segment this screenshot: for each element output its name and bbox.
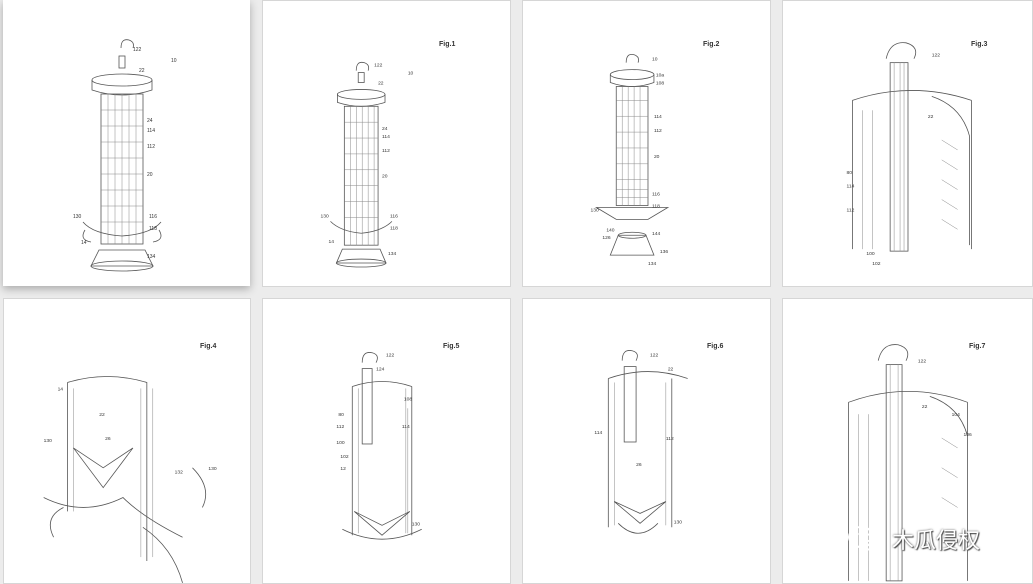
ref-label: 22 bbox=[139, 68, 145, 74]
ref-label: 132 bbox=[175, 470, 183, 476]
ref-label: 122 bbox=[918, 359, 927, 365]
ref-label: 116 bbox=[652, 192, 660, 198]
ref-label: 100 bbox=[336, 440, 344, 446]
ref-label: 22 bbox=[928, 114, 934, 120]
ref-label: 22 bbox=[922, 404, 928, 410]
ref-label: 118 bbox=[149, 226, 157, 232]
figure-label: Fig.1 bbox=[439, 41, 456, 48]
ref-label: 130 bbox=[44, 438, 52, 444]
ref-label: 108 bbox=[656, 80, 664, 86]
feeder-exploded-drawing: 10 10a 108 114 112 20 116 118 130 140 14… bbox=[590, 54, 670, 267]
ref-label: 22 bbox=[668, 367, 674, 373]
ref-label: 14 bbox=[81, 240, 87, 246]
ref-label: 122 bbox=[932, 53, 941, 59]
figure-label: Fig.6 bbox=[707, 343, 724, 350]
ref-label: 26 bbox=[105, 436, 111, 442]
ref-label: 116 bbox=[390, 213, 398, 219]
ref-label: 114 bbox=[594, 430, 602, 436]
ref-label: 80 bbox=[846, 170, 852, 176]
ref-label: 136 bbox=[660, 249, 668, 255]
ref-label: 104 bbox=[952, 412, 961, 418]
ref-label: 122 bbox=[650, 353, 658, 359]
ref-label: 26 bbox=[636, 462, 642, 468]
ref-label: 122 bbox=[386, 353, 394, 359]
ref-label: 112 bbox=[147, 144, 155, 150]
ref-label: 114 bbox=[402, 424, 410, 430]
ref-label: 116 bbox=[149, 214, 157, 220]
ref-label: 134 bbox=[388, 251, 396, 257]
ref-label: 14 bbox=[58, 386, 64, 392]
ref-label: 130 bbox=[321, 213, 329, 219]
ref-label: 10 bbox=[408, 71, 414, 77]
ref-label: 22 bbox=[378, 80, 384, 86]
figure-thumbnail-0[interactable]: 122 22 10 24 114 112 20 116 118 130 14 1… bbox=[3, 0, 250, 286]
ref-label: 130 bbox=[412, 521, 420, 527]
ref-label: 102 bbox=[340, 454, 348, 460]
ref-label: 112 bbox=[336, 424, 344, 430]
ref-label: 140 bbox=[606, 227, 614, 233]
ref-label: 102 bbox=[872, 261, 881, 267]
ref-label: 122 bbox=[133, 47, 142, 53]
feeder-drawing: 122 22 10 24 114 112 20 116 118 130 14 1… bbox=[321, 61, 414, 268]
ref-label: 10a bbox=[656, 73, 664, 79]
ref-label: 112 bbox=[654, 128, 662, 134]
ref-label: 24 bbox=[147, 118, 153, 124]
figure-thumbnail-6[interactable]: Fig.6 122 22 114 112 26 130 bbox=[522, 298, 771, 584]
ref-label: 134 bbox=[147, 254, 156, 260]
feeder-cutaway-drawing: 122 22 80 114 112 100 102 bbox=[846, 42, 972, 267]
ref-label: 112 bbox=[666, 436, 674, 442]
ref-label: 134 bbox=[648, 261, 656, 267]
feeder-section-drawing: 122 124 108 80 112 100 102 12 114 130 bbox=[336, 352, 422, 540]
ref-label: 130 bbox=[208, 466, 216, 472]
figure-thumbnail-2[interactable]: Fig.2 10 10a 108 114 112 20 116 bbox=[522, 0, 771, 287]
ref-label: 130 bbox=[674, 519, 682, 525]
ref-label: 124 bbox=[376, 367, 384, 373]
ref-label: 118 bbox=[652, 203, 660, 209]
ref-label: 24 bbox=[382, 126, 388, 132]
base-cutaway-drawing: 14 22 130 26 132 130 bbox=[43, 376, 217, 583]
ref-label: 130 bbox=[73, 214, 82, 220]
ref-label: 10 bbox=[171, 58, 177, 64]
figure-label: Fig.4 bbox=[200, 343, 217, 350]
figure-thumbnail-5[interactable]: Fig.5 122 124 108 80 112 100 102 12 114 … bbox=[262, 298, 511, 584]
ref-label: 100 bbox=[866, 251, 875, 257]
ref-label: 22 bbox=[99, 412, 105, 418]
ref-label: 20 bbox=[147, 172, 153, 178]
ref-label: 114 bbox=[147, 128, 155, 134]
figure-label: Fig.5 bbox=[443, 343, 460, 350]
watermark-text: 木瓜侵权 bbox=[892, 529, 981, 554]
figure-thumbnail-7[interactable]: Fig.7 122 22 104 106 bbox=[782, 298, 1033, 584]
ref-label: 118 bbox=[390, 225, 398, 231]
ref-label: 108 bbox=[404, 396, 412, 402]
watermark: 木瓜侵权 bbox=[846, 524, 980, 554]
ref-label: 130 bbox=[590, 207, 598, 213]
figure-label: Fig.3 bbox=[971, 41, 988, 48]
ref-label: 80 bbox=[338, 412, 344, 418]
ref-label: 144 bbox=[652, 231, 660, 237]
ref-label: 10 bbox=[652, 57, 658, 63]
feeder-cutaway-drawing: 122 22 104 106 bbox=[848, 344, 973, 582]
ref-label: 114 bbox=[846, 184, 854, 190]
ref-label: 126 bbox=[602, 235, 610, 241]
ref-label: 106 bbox=[964, 432, 973, 438]
ref-label: 112 bbox=[846, 207, 854, 213]
figure-thumbnail-4[interactable]: Fig.4 14 22 130 26 132 130 bbox=[3, 298, 251, 584]
figure-label: Fig.7 bbox=[969, 343, 986, 350]
ref-label: 20 bbox=[654, 154, 660, 160]
figure-label: Fig.2 bbox=[703, 41, 720, 48]
ref-label: 20 bbox=[382, 174, 388, 180]
ref-label: 112 bbox=[382, 148, 390, 154]
ref-label: 114 bbox=[654, 114, 662, 120]
ref-label: 12 bbox=[340, 466, 346, 472]
feeder-drawing: 122 22 10 24 114 112 20 116 118 130 14 1… bbox=[73, 39, 177, 272]
feeder-section-drawing: 122 22 114 112 26 130 bbox=[594, 350, 688, 534]
ref-label: 14 bbox=[328, 239, 334, 245]
figure-thumbnail-1[interactable]: Fig.1 122 22 10 24 114 bbox=[262, 0, 511, 287]
ref-label: 122 bbox=[374, 63, 382, 69]
ref-label: 114 bbox=[382, 134, 390, 140]
figure-thumbnail-3[interactable]: Fig.3 122 22 80 114 112 100 102 bbox=[782, 0, 1033, 287]
wechat-logo-icon bbox=[848, 526, 883, 551]
